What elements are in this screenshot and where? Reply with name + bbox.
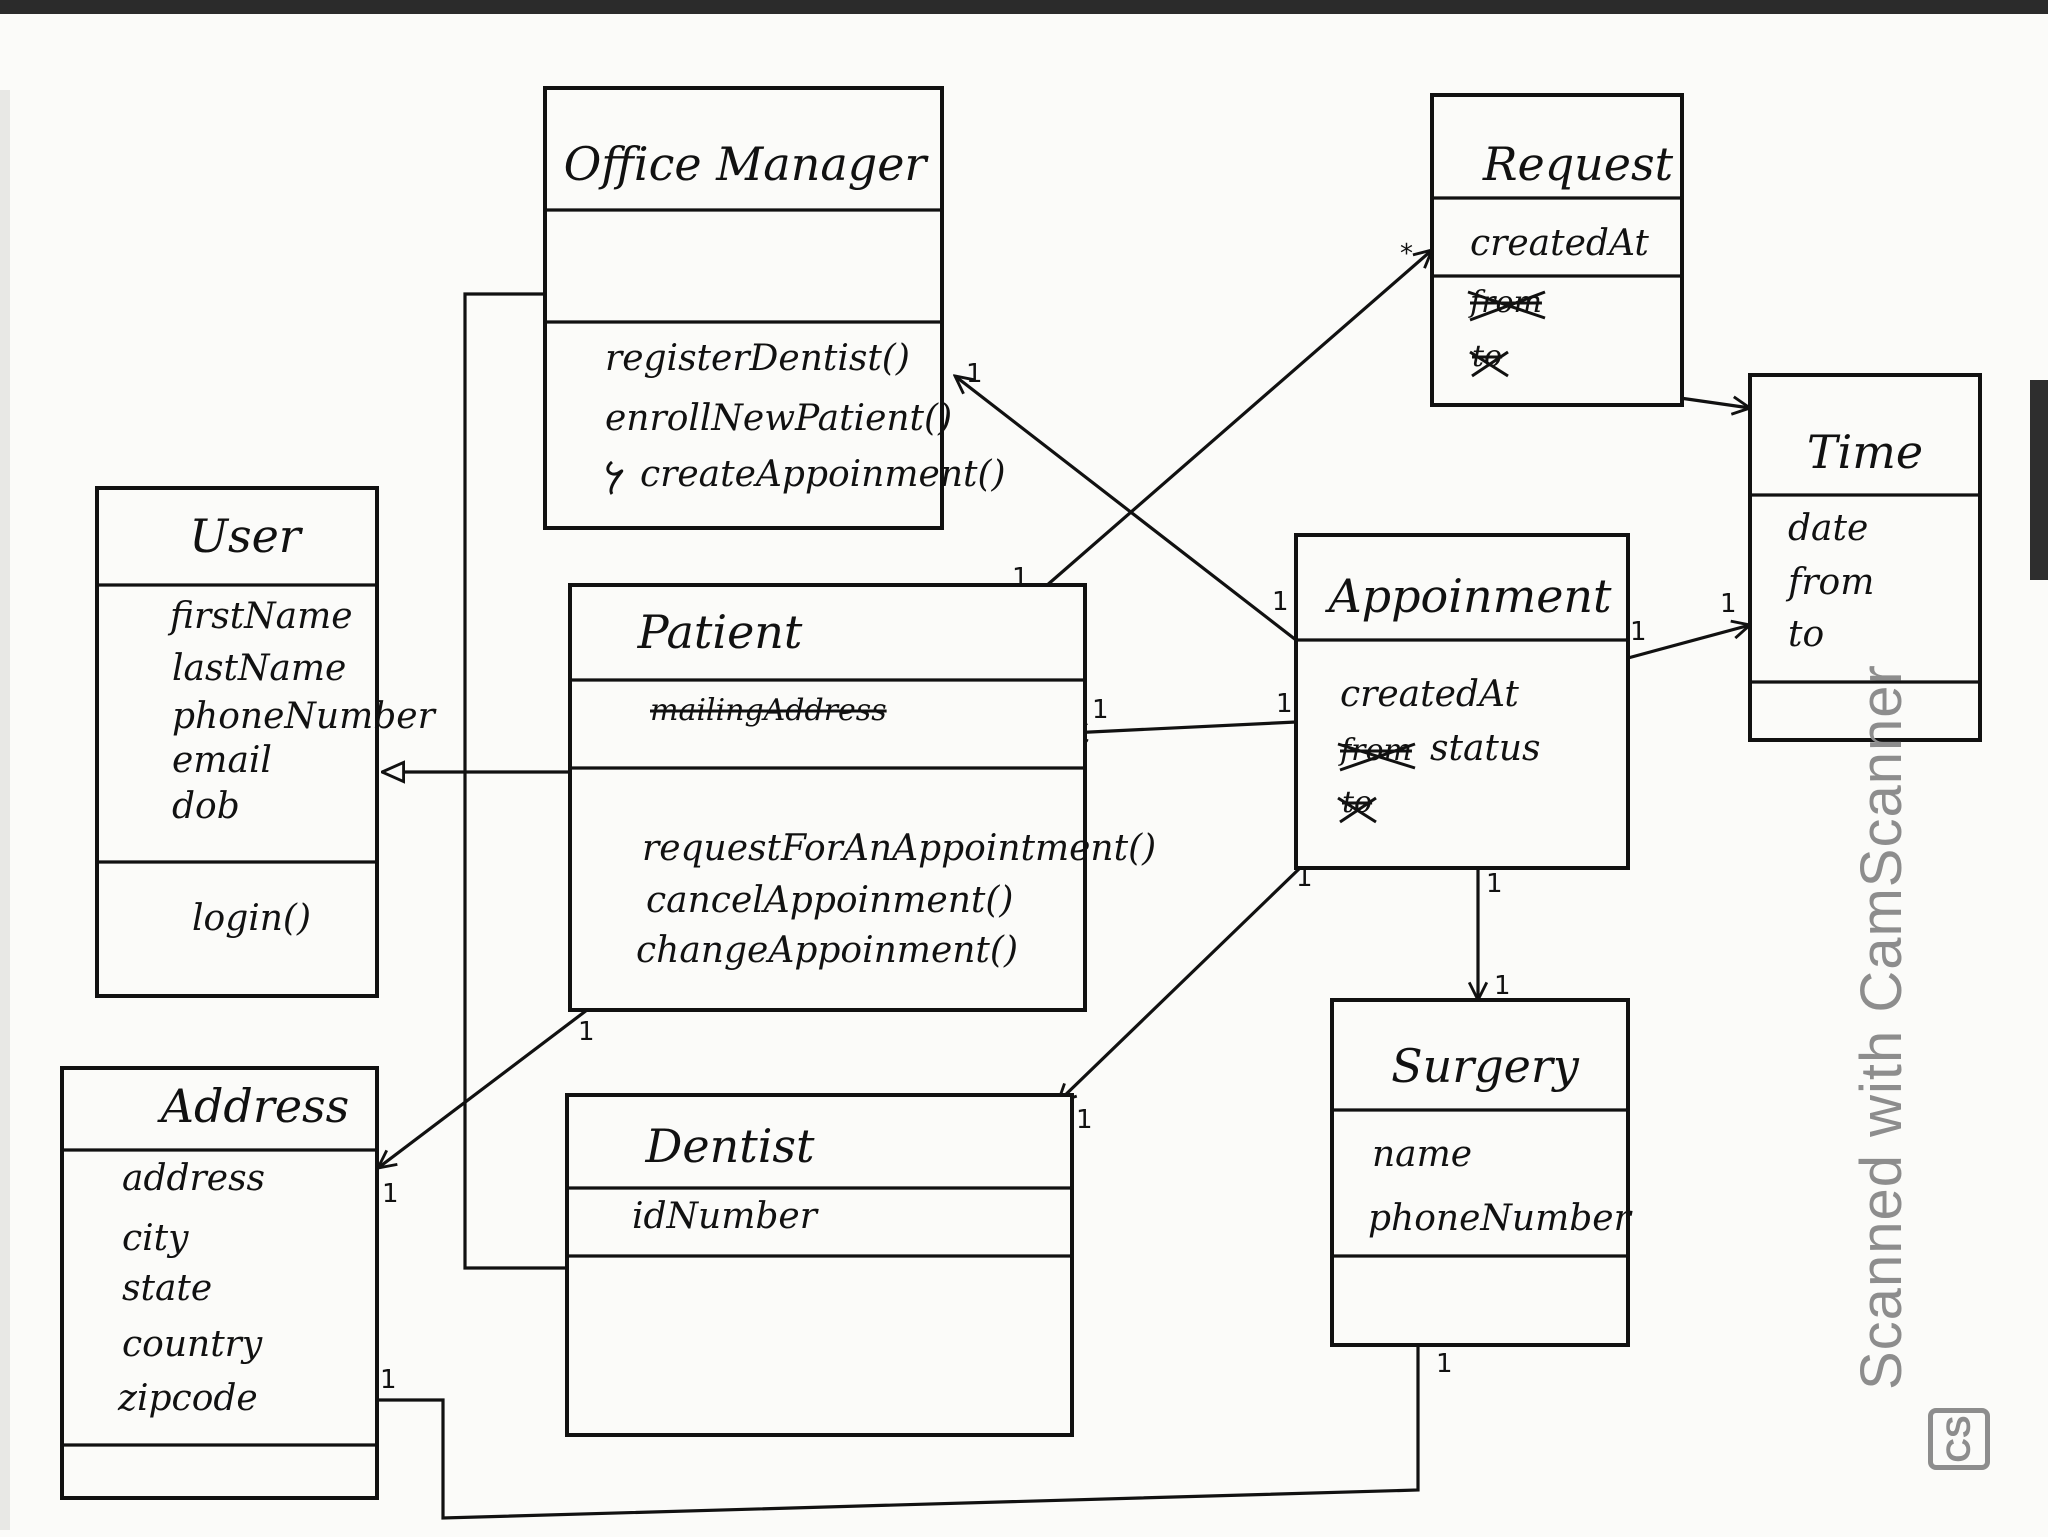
watermark-text: Scanned with CamScanner bbox=[1849, 664, 1914, 1390]
appoinment-office-manager-association bbox=[955, 376, 1297, 642]
attribute: idNumber bbox=[632, 1196, 819, 1237]
method: registerDentist() bbox=[605, 338, 910, 379]
multiplicity: 1 bbox=[1092, 695, 1109, 725]
multiplicity: 1 bbox=[966, 359, 983, 389]
attribute: dob bbox=[172, 786, 240, 827]
attribute: zipcode bbox=[117, 1378, 258, 1419]
appoinment-patient-association bbox=[1070, 720, 1297, 733]
attribute: phoneNumber bbox=[172, 696, 437, 737]
attribute: name bbox=[1372, 1134, 1472, 1175]
multiplicity: 1 bbox=[1076, 1105, 1093, 1135]
multiplicity: 1 bbox=[380, 1365, 397, 1395]
multiplicity: 1 bbox=[1494, 971, 1511, 1001]
connectors bbox=[354, 250, 1750, 1520]
method: createAppoinment() bbox=[640, 454, 1006, 495]
user-box bbox=[95, 486, 379, 998]
address-box bbox=[60, 1066, 379, 1500]
attribute: createdAt bbox=[1470, 223, 1649, 264]
class-name: Patient bbox=[637, 605, 803, 659]
method: login() bbox=[192, 898, 311, 939]
class-patient: Patient mailingAddress requestForAnAppoi… bbox=[568, 583, 1156, 1012]
appoinment-box bbox=[1294, 533, 1630, 870]
appoinment-dentist-association bbox=[1058, 866, 1302, 1102]
multiplicity: 1 bbox=[1486, 869, 1503, 899]
class-name: Appoinment bbox=[1324, 569, 1612, 623]
class-dentist: Dentist idNumber bbox=[565, 1093, 1074, 1437]
scan-top-edge bbox=[0, 0, 2048, 14]
class-address: Address address city state country zipco… bbox=[60, 1066, 379, 1500]
attribute: date bbox=[1788, 508, 1868, 549]
patient-address-association bbox=[378, 1008, 588, 1168]
multiplicity: 1 bbox=[382, 1179, 399, 1209]
multiplicity: 1 bbox=[1720, 589, 1737, 619]
attribute: state bbox=[122, 1268, 212, 1309]
method: requestForAnAppointment() bbox=[642, 828, 1156, 869]
class-appoinment: Appoinment createdAt from status to bbox=[1294, 533, 1630, 870]
class-name: User bbox=[189, 509, 304, 563]
attribute: createdAt bbox=[1340, 674, 1519, 715]
attribute: to bbox=[1788, 614, 1824, 655]
class-name: Request bbox=[1482, 137, 1674, 191]
method: cancelAppoinment() bbox=[646, 880, 1013, 921]
scribble-mark bbox=[606, 460, 624, 495]
class-time: Time date from to bbox=[1748, 373, 1982, 742]
class-name: Dentist bbox=[644, 1119, 815, 1173]
attribute: city bbox=[122, 1218, 189, 1259]
method: changeAppoinment() bbox=[636, 930, 1018, 971]
office-manager-dentist-line bbox=[463, 292, 580, 1270]
scan-right-edge bbox=[2030, 380, 2048, 580]
attribute: firstName bbox=[167, 596, 353, 637]
appoinment-time-association bbox=[1627, 625, 1750, 660]
attribute: address bbox=[122, 1158, 265, 1199]
multiplicity: 1 bbox=[1276, 689, 1293, 719]
dentist-box bbox=[565, 1093, 1074, 1437]
method: enrollNewPatient() bbox=[605, 398, 952, 439]
class-request: Request createdAt from to bbox=[1430, 93, 1684, 407]
patient-request-association bbox=[1028, 250, 1432, 602]
class-name: Address bbox=[157, 1079, 350, 1133]
multiplicity-labels: * 1 1 1 1 1 1 1 1 1 1 1 1 1 1 1 bbox=[380, 239, 1737, 1395]
multiplicity: 1 bbox=[1630, 617, 1647, 647]
class-office-manager: Office Manager registerDentist() enrollN… bbox=[543, 86, 1006, 530]
multiplicity: 1 bbox=[578, 1017, 595, 1047]
multiplicity: 1 bbox=[1296, 863, 1313, 893]
office-manager-box bbox=[543, 86, 944, 530]
multiplicity: 1 bbox=[1436, 1349, 1453, 1379]
multiplicity: 1 bbox=[1012, 563, 1029, 593]
attribute: status bbox=[1430, 728, 1541, 769]
time-box bbox=[1748, 373, 1982, 742]
patient-box bbox=[568, 583, 1087, 1012]
class-surgery: Surgery name phoneNumber bbox=[1330, 998, 1633, 1347]
attribute: from bbox=[1785, 562, 1874, 603]
class-name: Surgery bbox=[1391, 1039, 1580, 1093]
class-name: Office Manager bbox=[564, 137, 930, 191]
request-time-association bbox=[1679, 398, 1750, 408]
class-name: Time bbox=[1807, 425, 1923, 479]
surgery-box bbox=[1330, 998, 1630, 1347]
attribute: phoneNumber bbox=[1368, 1198, 1633, 1239]
camscanner-logo-icon: CS bbox=[1928, 1408, 1990, 1470]
multiplicity: 1 bbox=[1272, 587, 1289, 617]
attribute: country bbox=[122, 1324, 263, 1365]
surgery-address-association bbox=[354, 1345, 1420, 1520]
attribute: lastName bbox=[172, 648, 346, 689]
scan-left-edge bbox=[0, 90, 10, 1530]
multiplicity: * bbox=[1400, 239, 1413, 269]
class-user: User firstName lastName phoneNumber emai… bbox=[95, 486, 437, 998]
attribute: email bbox=[172, 740, 272, 781]
struck-attribute: mailingAddress bbox=[650, 693, 887, 728]
